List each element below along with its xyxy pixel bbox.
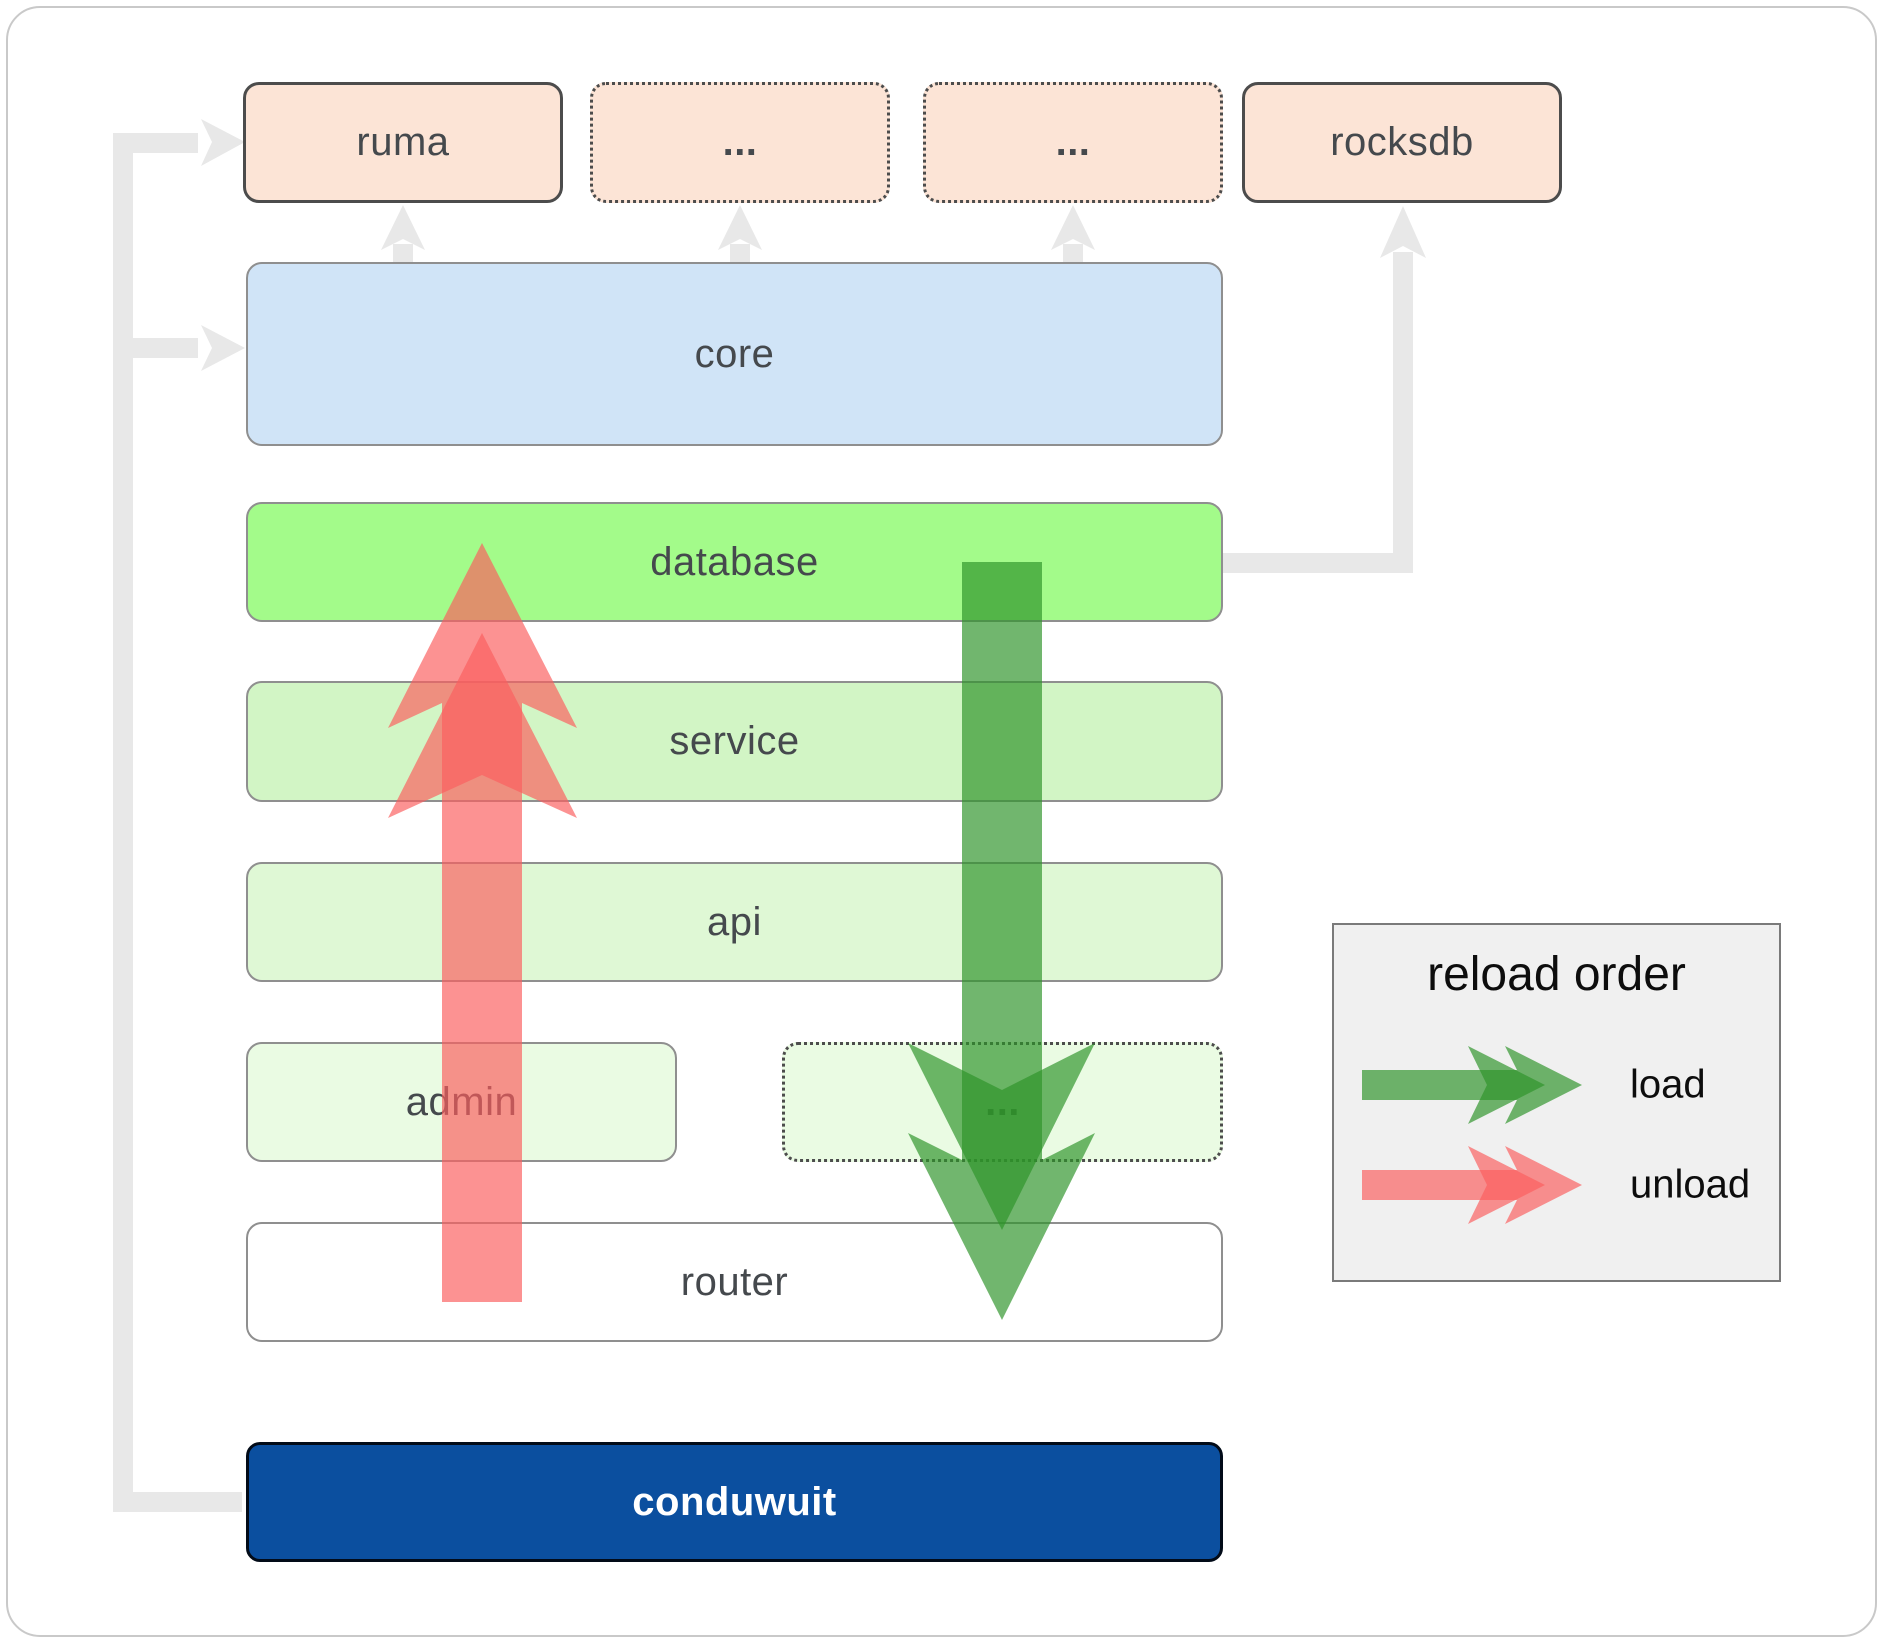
- node-admin: admin: [246, 1042, 677, 1162]
- node-admin-label: admin: [405, 1079, 518, 1124]
- node-extern-1-label: ...: [722, 120, 758, 164]
- node-extern-2-label: ...: [1055, 120, 1091, 164]
- node-service-label: service: [669, 719, 800, 763]
- node-service: service: [246, 681, 1223, 802]
- node-database-label: database: [650, 539, 819, 584]
- legend-reload-order: reload order load unload: [1332, 923, 1781, 1282]
- node-core-label: core: [694, 331, 775, 376]
- node-more-services-label: ...: [985, 1079, 1020, 1124]
- diagram-frame: [6, 6, 1877, 1637]
- node-conduwuit: conduwuit: [246, 1442, 1223, 1562]
- node-api-label: api: [707, 899, 762, 944]
- node-database: database: [246, 502, 1223, 622]
- legend-unload-label: unload: [1630, 1162, 1751, 1207]
- legend-item-load: load: [1362, 1045, 1762, 1125]
- node-conduwuit-label: conduwuit: [632, 1479, 837, 1524]
- node-rocksdb-label: rocksdb: [1330, 120, 1474, 164]
- legend-load-label: load: [1630, 1062, 1706, 1107]
- legend-title: reload order: [1427, 948, 1686, 1001]
- node-api: api: [246, 862, 1223, 982]
- load-arrow-icon: [1362, 1046, 1582, 1124]
- node-ruma: ruma: [243, 82, 563, 203]
- node-rocksdb: rocksdb: [1242, 82, 1562, 203]
- node-core: core: [246, 262, 1223, 446]
- node-ruma-label: ruma: [356, 120, 450, 164]
- legend-item-unload: unload: [1362, 1145, 1762, 1225]
- node-extern-2: ...: [923, 82, 1223, 203]
- node-router: router: [246, 1222, 1223, 1342]
- node-router-label: router: [680, 1259, 789, 1304]
- node-extern-1: ...: [590, 82, 890, 203]
- node-more-services: ...: [782, 1042, 1223, 1162]
- unload-arrow-icon: [1362, 1146, 1582, 1224]
